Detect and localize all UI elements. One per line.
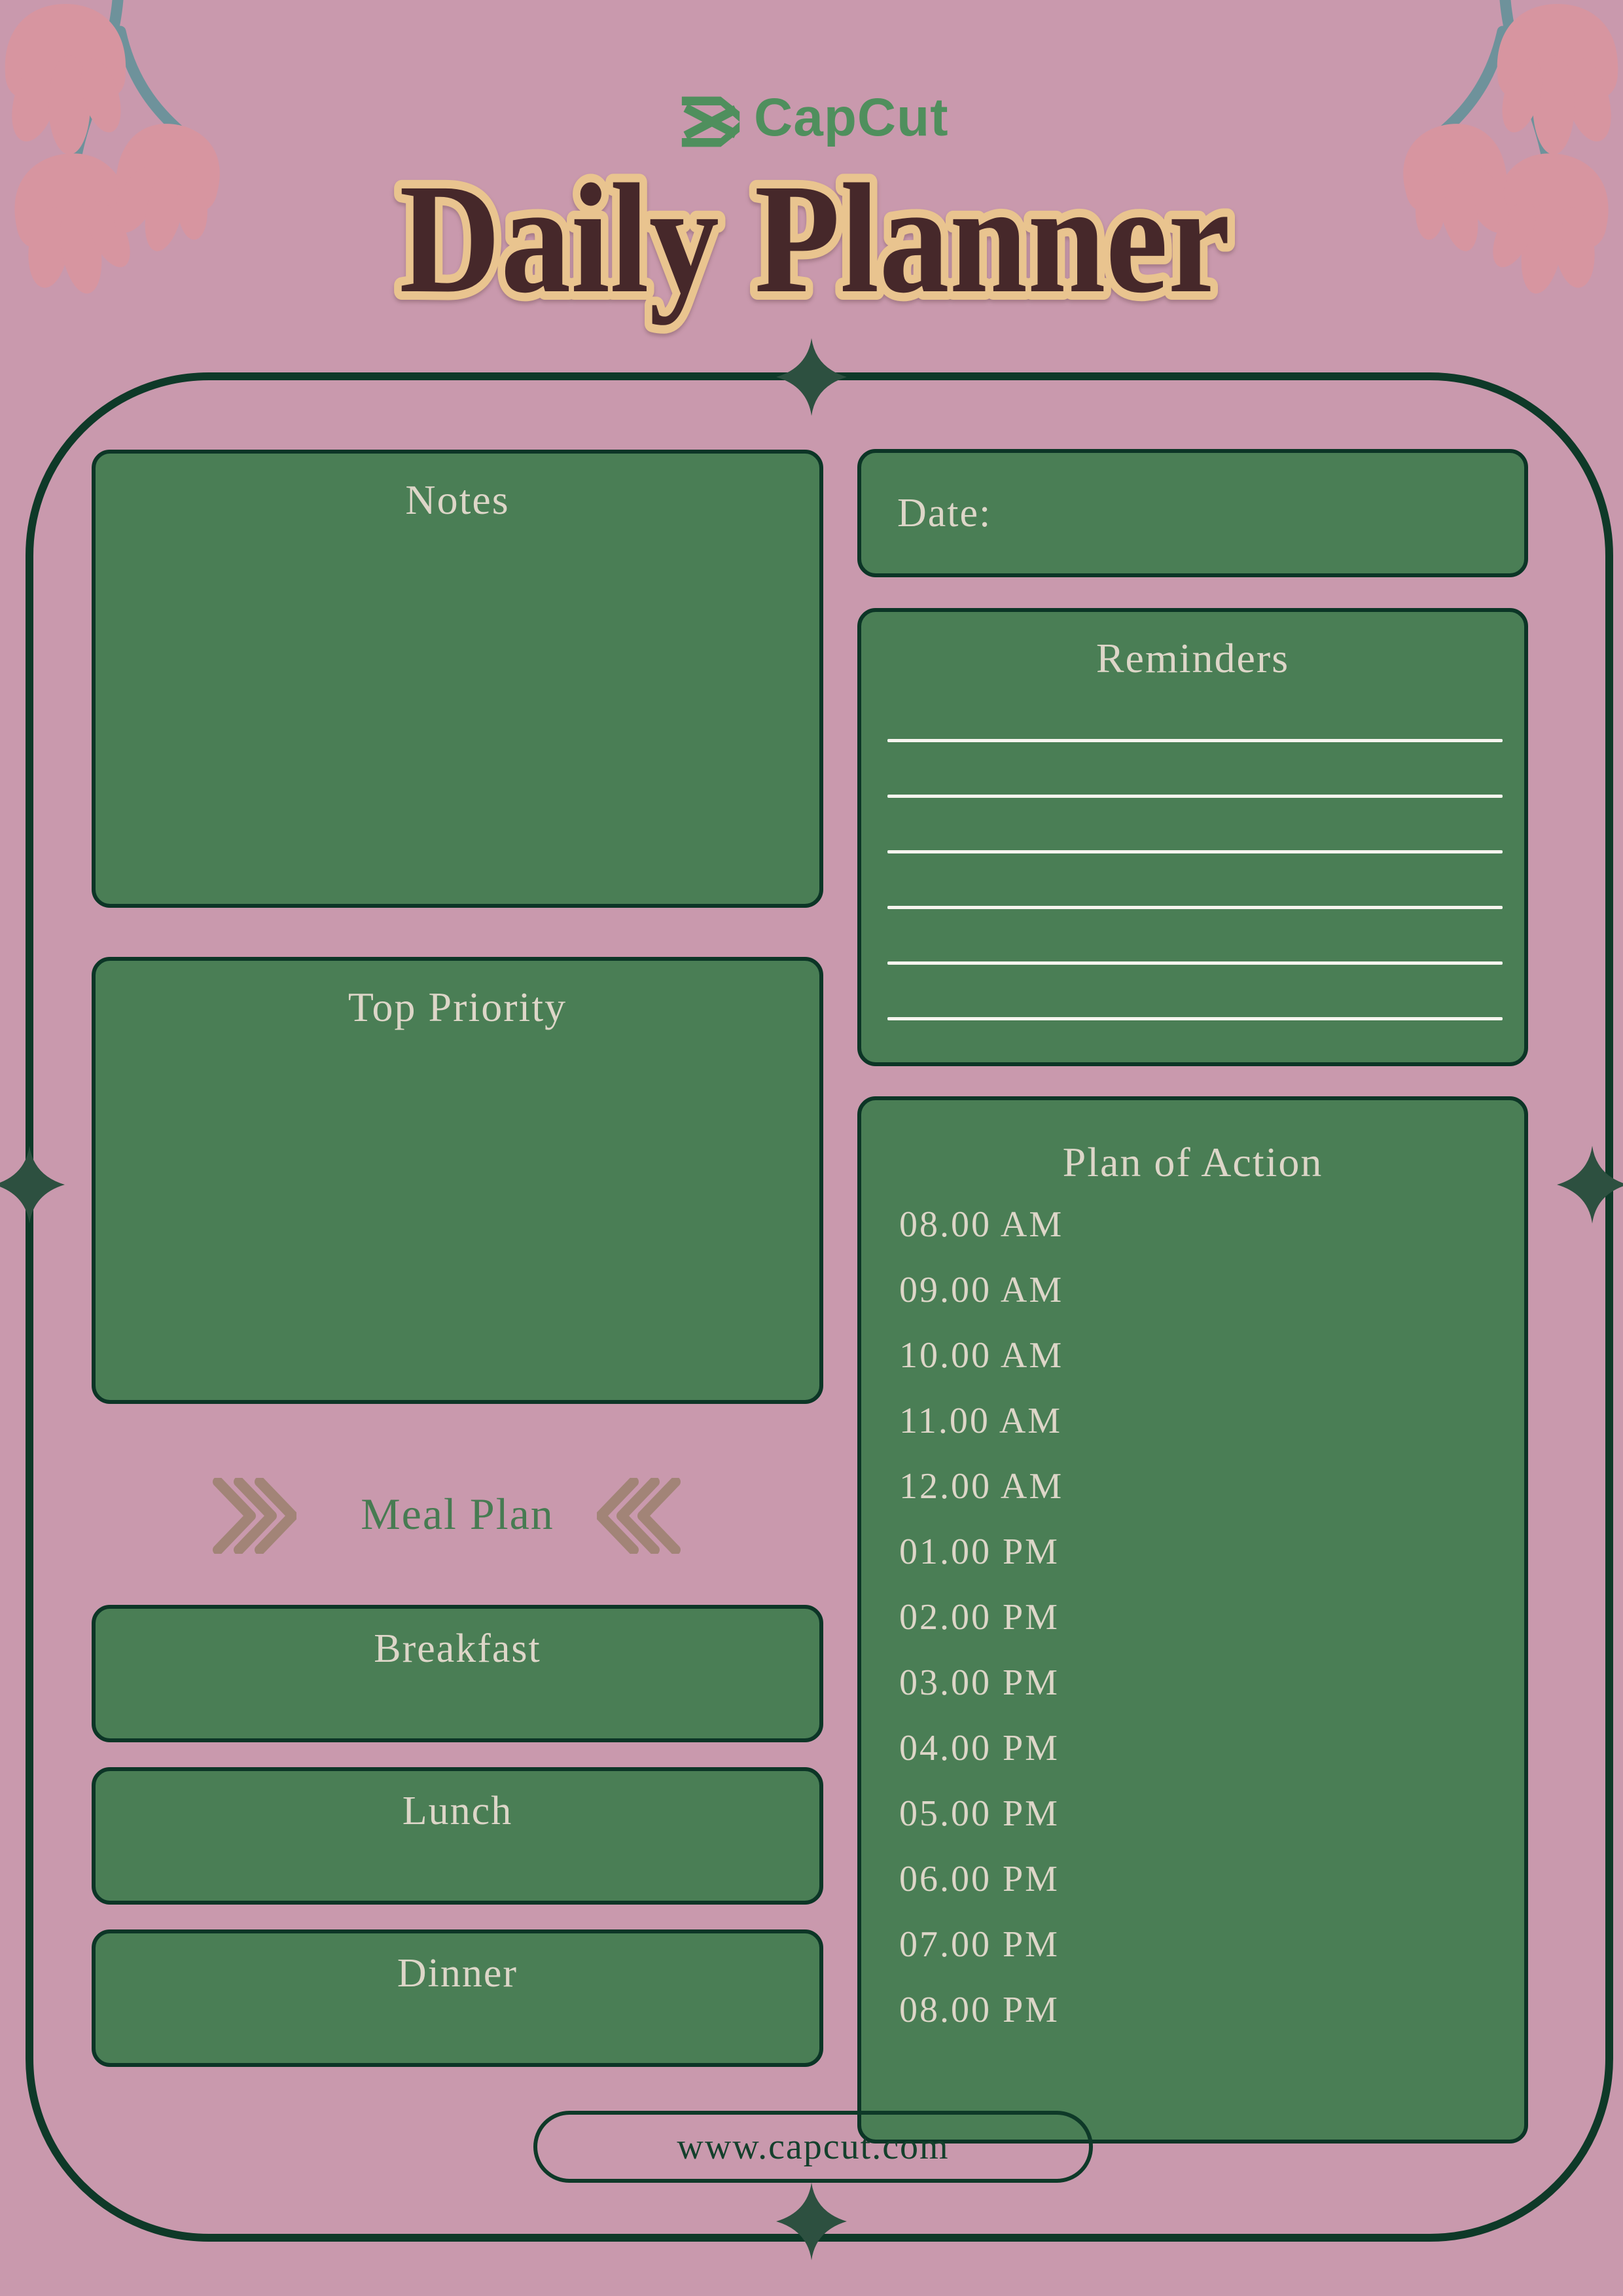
top-priority-title: Top Priority	[348, 984, 567, 1030]
reminder-lines	[887, 739, 1503, 1020]
breakfast-box[interactable]: Breakfast	[92, 1605, 823, 1742]
plan-time-slot[interactable]: 06.00 PM	[899, 1859, 1060, 1899]
tulip-flowers-left-icon	[5, 0, 232, 298]
capcut-wordmark: CapCut	[754, 88, 949, 147]
dinner-box[interactable]: Dinner	[92, 1929, 823, 2067]
plan-time-slot[interactable]: 03.00 PM	[899, 1662, 1060, 1703]
date-label: Date:	[897, 490, 992, 535]
plan-time-slot[interactable]: 12.00 AM	[899, 1466, 1064, 1507]
reminder-line	[887, 850, 1503, 853]
website-pill[interactable]: www.capcut.com	[533, 2111, 1093, 2183]
meal-plan-title: Meal Plan	[361, 1489, 554, 1539]
plan-time-slot[interactable]: 10.00 AM	[899, 1335, 1064, 1376]
plan-time-slot[interactable]: 02.00 PM	[899, 1597, 1060, 1638]
plan-of-action-box[interactable]: Plan of Action 08.00 AM 09.00 AM 10.00 AM 1…	[857, 1096, 1528, 2144]
notes-box[interactable]: Notes	[92, 450, 823, 908]
triple-chevron-right-icon	[213, 1478, 296, 1554]
reminder-line	[887, 961, 1503, 965]
plan-time-slot[interactable]: 11.00 AM	[899, 1401, 1063, 1441]
dinner-label: Dinner	[397, 1951, 518, 1996]
reminder-line	[887, 739, 1503, 742]
top-priority-box[interactable]: Top Priority	[92, 957, 823, 1404]
reminder-line	[887, 795, 1503, 798]
sparkle-icon	[776, 2182, 847, 2261]
lunch-label: Lunch	[402, 1789, 513, 1833]
plan-of-action-title: Plan of Action	[1062, 1139, 1323, 1185]
plan-time-slot[interactable]: 05.00 PM	[899, 1793, 1060, 1834]
plan-time-slot[interactable]: 04.00 PM	[899, 1728, 1060, 1768]
lunch-box[interactable]: Lunch	[92, 1767, 823, 1905]
sparkle-icon	[776, 338, 847, 416]
sparkle-icon	[0, 1145, 65, 1224]
page-title: Daily Planner	[391, 151, 1239, 334]
notes-title: Notes	[405, 476, 510, 523]
triple-chevron-left-icon	[597, 1478, 681, 1554]
plan-time-slot[interactable]: 01.00 PM	[899, 1532, 1060, 1572]
svg-text:Daily Planner: Daily Planner	[399, 151, 1230, 325]
plan-time-slot[interactable]: 07.00 PM	[899, 1924, 1060, 1965]
reminder-line	[887, 1017, 1503, 1020]
breakfast-label: Breakfast	[374, 1626, 541, 1671]
reminders-title: Reminders	[1096, 635, 1290, 681]
capcut-logo-icon	[681, 96, 740, 147]
plan-of-action-times: 08.00 AM 09.00 AM 10.00 AM 11.00 AM 12.00 AM…	[899, 1192, 1498, 2043]
website-url: www.capcut.com	[677, 2126, 950, 2167]
reminder-line	[887, 906, 1503, 909]
tulip-flowers-right-icon	[1381, 0, 1623, 298]
plan-time-slot[interactable]: 08.00 AM	[899, 1204, 1064, 1245]
plan-time-slot[interactable]: 08.00 PM	[899, 1990, 1060, 2030]
meal-plan-heading-row: Meal Plan	[92, 1466, 823, 1564]
plan-time-slot[interactable]: 09.00 AM	[899, 1270, 1064, 1310]
reminders-box[interactable]: Reminders	[857, 608, 1528, 1066]
date-field[interactable]: Date:	[857, 449, 1528, 577]
sparkle-icon	[1557, 1145, 1623, 1224]
